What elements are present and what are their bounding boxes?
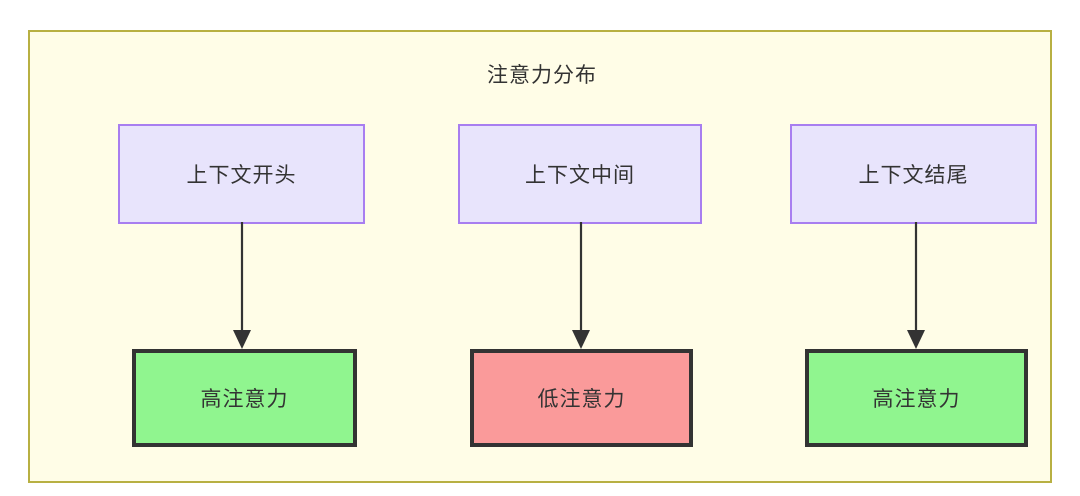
node-label: 低注意力 — [537, 388, 626, 411]
arrowhead-icon — [572, 330, 590, 349]
node-context-start[interactable]: 上下文开头 — [118, 124, 365, 224]
node-context-end[interactable]: 上下文结尾 — [790, 124, 1037, 224]
arrow-end-to-high — [907, 222, 925, 349]
arrowhead-icon — [907, 330, 925, 349]
diagram-frame: 注意力分布 上下文开头 上下文中间 上下文结尾 高注意力 低 — [28, 30, 1052, 483]
node-label: 高注意力 — [200, 388, 289, 411]
node-label: 高注意力 — [872, 388, 961, 411]
node-high-attention-end[interactable]: 高注意力 — [805, 349, 1028, 447]
page-title: 注意力分布 — [487, 64, 597, 87]
arrow-start-to-high — [233, 222, 251, 349]
arrowhead-icon — [233, 330, 251, 349]
node-label: 上下文中间 — [525, 164, 635, 187]
node-label: 上下文开头 — [186, 164, 297, 187]
node-label: 上下文结尾 — [858, 164, 969, 187]
node-high-attention-start[interactable]: 高注意力 — [132, 349, 357, 447]
node-context-middle[interactable]: 上下文中间 — [458, 124, 702, 224]
arrow-middle-to-low — [572, 222, 590, 349]
node-low-attention-middle[interactable]: 低注意力 — [470, 349, 693, 447]
